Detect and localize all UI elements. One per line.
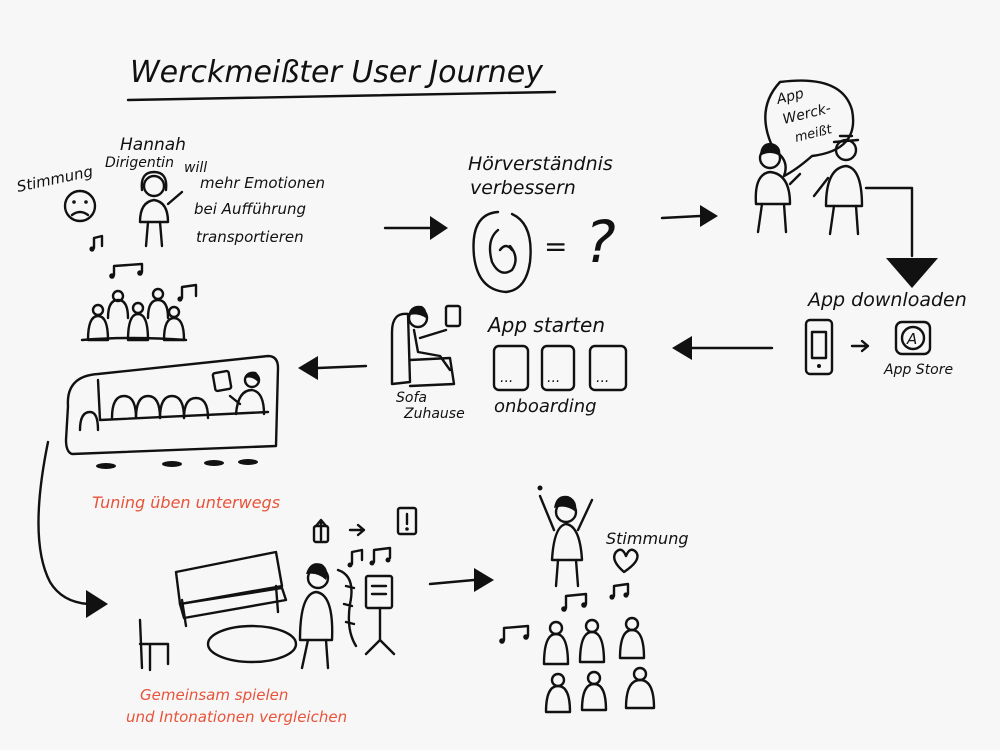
flow-arrow-4	[672, 336, 774, 360]
flow-arrow-1	[383, 216, 448, 240]
persona-name: Hannah	[120, 135, 186, 155]
hearing-line-1: Hörverständnis	[468, 153, 613, 175]
goal-line-4: transportieren	[196, 228, 304, 246]
flow-arrow-7	[428, 568, 494, 592]
scene-download: App downloaden A App Store	[804, 289, 967, 378]
rug-shape	[206, 624, 298, 664]
goal-line-2: mehr Emotionen	[200, 174, 325, 192]
rehearsal-caption-1: Gemeinsam spielen	[140, 686, 288, 704]
title-underline	[126, 90, 557, 102]
bus-wheels	[96, 459, 258, 469]
tuning-icons	[312, 506, 418, 568]
scene-performance: Stimmung	[499, 485, 688, 714]
hearing-line-2: verbessern	[470, 177, 576, 199]
flow-arrow-3	[864, 186, 938, 288]
scene-recommendation: App Werck- meißt	[754, 79, 864, 236]
scene-conductor: Stimmung Hannah Dirigentin will mehr Emo…	[15, 135, 325, 342]
rehearsal-caption-2: und Intonationen vergleichen	[126, 708, 347, 726]
onboarding-screen-2: ...	[540, 344, 576, 392]
journey-title: Werckmeißter User Journey	[130, 55, 544, 90]
smartphone-icon	[804, 318, 834, 376]
bubble-line-3: meißt	[793, 122, 834, 146]
goal-line-1: will	[184, 160, 207, 176]
person-figure-right	[812, 134, 864, 236]
music-note-icon	[89, 234, 198, 302]
bus-passengers	[78, 394, 210, 432]
sofa-line-2: Zuhause	[403, 406, 465, 422]
scene-bus	[64, 354, 280, 469]
piano-icon	[174, 550, 288, 628]
onboarding-dots-1: ...	[500, 370, 513, 386]
bus-caption: Tuning üben unterwegs	[92, 493, 280, 512]
onboarding-dots-2: ...	[547, 370, 560, 386]
heart-icon	[613, 548, 639, 574]
scene-hearing: Hörverständnis verbessern = ?	[468, 153, 616, 294]
question-mark: ?	[585, 208, 616, 276]
download-label: App downloaden	[806, 289, 967, 311]
stimmung-label-2: Stimmung	[606, 529, 688, 548]
person-figure-left	[754, 142, 802, 234]
onboarding-label: onboarding	[494, 396, 597, 417]
bus-musician	[211, 369, 266, 416]
audience-group-2	[542, 616, 656, 714]
store-letter: A	[906, 330, 917, 348]
happy-conductor-figure	[537, 485, 594, 588]
goal-line-3: bei Aufführung	[194, 200, 306, 218]
equals-sign: =	[544, 230, 567, 263]
bubble-line-1: App	[774, 86, 805, 108]
conductor-figure	[138, 170, 184, 248]
flow-arrow-5	[298, 356, 368, 380]
start-app-label: App starten	[486, 313, 605, 337]
scene-start-app: Sofa Zuhause App starten ... ... ... onb…	[390, 304, 628, 422]
sofa-line-1: Sofa	[396, 390, 427, 406]
onboarding-dots-3: ...	[596, 370, 609, 386]
sofa-figure	[390, 304, 462, 388]
instrument-icon	[336, 568, 358, 648]
chair-icon	[138, 618, 170, 672]
onboarding-screen-3: ...	[588, 344, 628, 392]
flow-arrow-2	[660, 205, 718, 227]
audience-group-1	[80, 287, 188, 342]
flow-arrow-6	[37, 440, 108, 618]
persona-role: Dirigentin	[105, 155, 174, 171]
app-store-icon: A	[894, 320, 932, 356]
arrow-right-icon	[850, 339, 870, 353]
scene-rehearsal	[138, 506, 418, 672]
musician-figure	[298, 563, 334, 670]
sad-face-icon	[63, 189, 97, 223]
app-store-label: App Store	[883, 362, 953, 378]
performance-notes	[499, 582, 630, 644]
onboarding-screen-1: ...	[492, 344, 530, 392]
music-stand-icon	[364, 574, 396, 656]
ear-icon	[472, 210, 532, 294]
